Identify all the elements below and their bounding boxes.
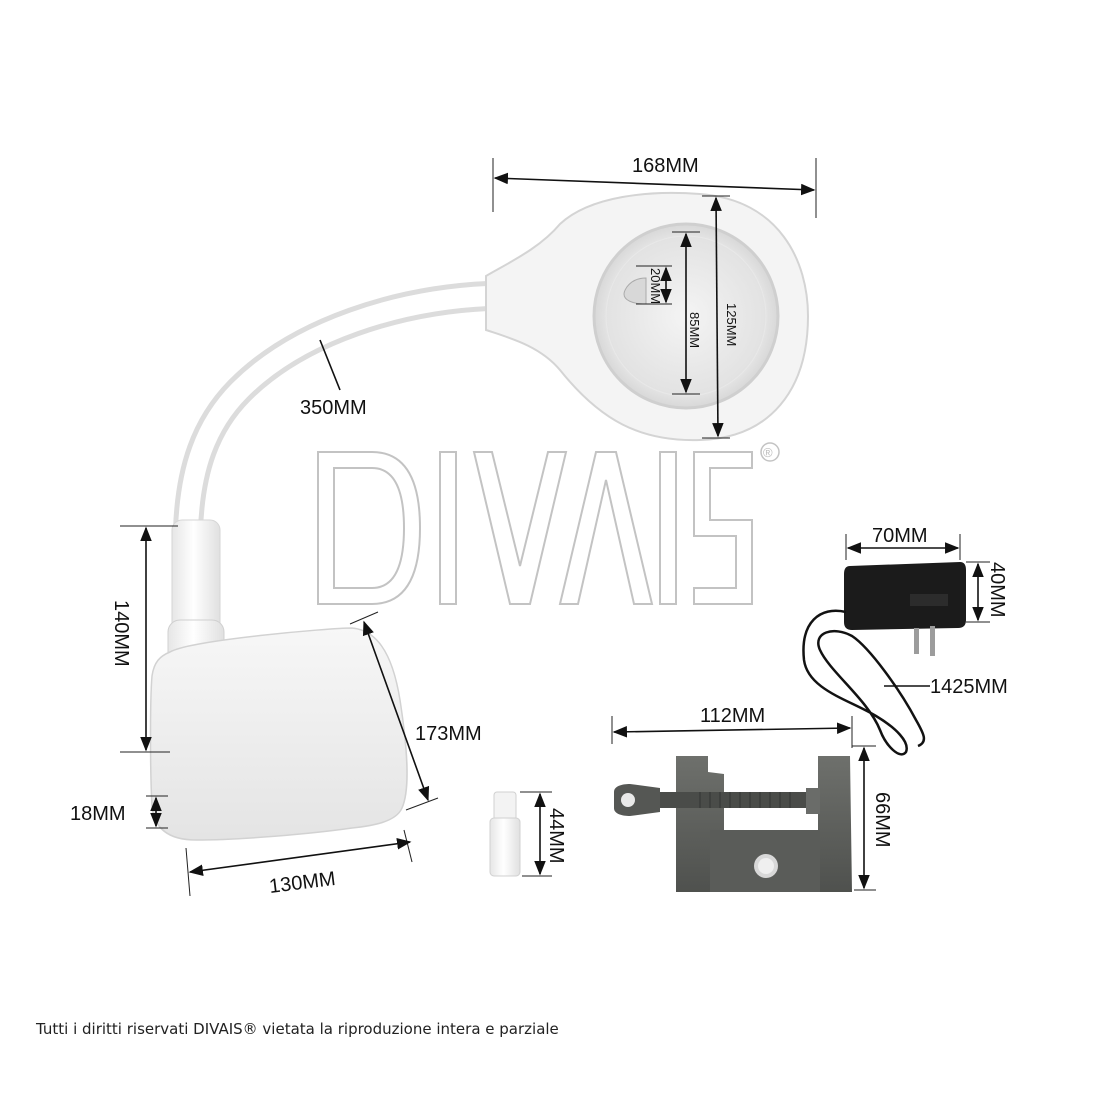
dim-base-width [185, 829, 413, 897]
clamp-screw [660, 792, 808, 808]
dim-clamp-width [611, 716, 853, 748]
magnifier-lamp [149, 191, 810, 841]
leader-arm-length [319, 339, 341, 391]
dim-base-thickness [146, 795, 168, 829]
label-adapter-width: 70MM [872, 525, 928, 547]
insert-sleeve [489, 791, 521, 877]
label-clamp-height: 66MM [871, 792, 893, 848]
label-base-thickness: 18MM [70, 803, 126, 825]
lamp-base [149, 627, 408, 841]
dim-clamp-height [852, 745, 876, 891]
dim-adapter-width [845, 534, 961, 560]
label-base-width: 130MM [268, 868, 337, 898]
dim-lens-inner [672, 231, 700, 395]
dim-lens-diameter [702, 195, 730, 439]
divais-watermark-logo [317, 442, 780, 605]
label-clamp-width: 112MM [700, 705, 765, 727]
registered-mark: ® [763, 445, 773, 460]
label-base-height: 140MM [110, 600, 132, 667]
table-clamp [614, 756, 852, 892]
power-adapter [802, 562, 966, 756]
copyright-notice: Tutti i diritti riservati DIVAIS® vietat… [36, 1020, 559, 1038]
dim-lens-width [492, 158, 817, 218]
dim-adapter-height [966, 561, 990, 623]
dim-base-height [120, 525, 178, 753]
label-arm-length: 350MM [300, 397, 367, 419]
label-base-depth: 173MM [415, 723, 482, 745]
label-adapter-height: 40MM [986, 562, 1008, 618]
label-lens-inner: 85MM [687, 312, 702, 348]
dim-base-depth [349, 611, 439, 811]
label-cable-length: 1425MM [930, 676, 1008, 698]
power-cable [802, 609, 926, 756]
label-insert-height: 44MM [545, 808, 567, 864]
label-lens-small: 20MM [648, 268, 663, 304]
label-lens-width: 168MM [632, 155, 699, 177]
dim-insert-height [520, 791, 552, 877]
dim-lens-small [636, 265, 672, 305]
label-lens-diameter: 125MM [724, 303, 739, 346]
